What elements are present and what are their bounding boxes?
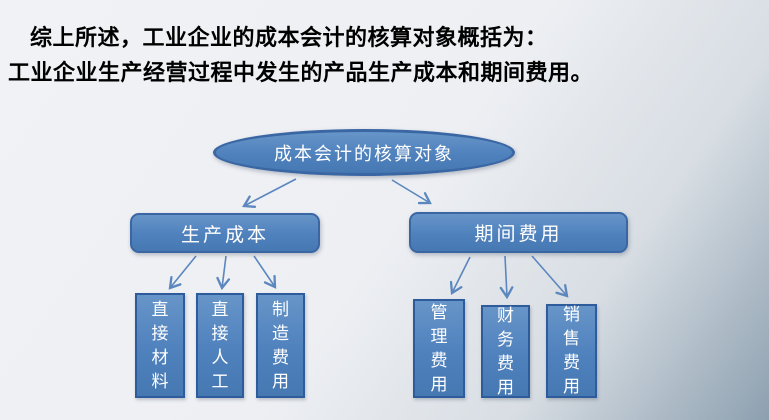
leaf-node-selling-expense: 销售费用	[546, 304, 597, 398]
leaf-label: 直接材料	[151, 299, 169, 391]
arrow-root-to-left-branch	[242, 178, 297, 208]
leaf-label: 直接人工	[211, 299, 229, 391]
leaf-label: 管理费用	[430, 302, 448, 394]
leaf-label: 制造费用	[271, 299, 289, 391]
arrow-left-branch-to-leaf-3	[253, 255, 277, 289]
branch-node-period-expense: 期间费用	[409, 212, 628, 253]
leaf-node-direct-material: 直接材料	[135, 293, 185, 398]
leaf-node-admin-expense: 管理费用	[413, 299, 465, 398]
arrow-right-branch-to-leaf-3	[531, 255, 569, 298]
branch-node-production-cost: 生产成本	[130, 213, 320, 253]
root-node-label: 成本会计的核算对象	[274, 143, 454, 164]
arrow-right-branch-to-leaf-2	[499, 255, 514, 300]
arrow-right-branch-to-leaf-1	[449, 256, 471, 295]
intro-line-2: 工业企业生产经营过程中发生的产品生产成本和期间费用。	[8, 60, 594, 85]
arrow-root-to-right-branch	[391, 179, 432, 205]
leaf-label: 销售费用	[562, 305, 580, 396]
leaf-node-manufacturing-overhead: 制造费用	[256, 293, 305, 398]
leaf-node-direct-labor: 直接人工	[196, 293, 244, 398]
root-node: 成本会计的核算对象	[213, 129, 515, 176]
leaf-node-financial-expense: 财务费用	[481, 305, 530, 398]
intro-line-1: 综上所述，工业企业的成本会计的核算对象概括为：	[30, 25, 548, 50]
branch-label: 生产成本	[180, 224, 269, 246]
arrow-left-branch-to-leaf-1	[168, 255, 197, 290]
leaf-label: 财务费用	[496, 305, 514, 397]
intro-text: 综上所述，工业企业的成本会计的核算对象概括为： 工业企业生产经营过程中发生的产品…	[8, 20, 593, 90]
arrow-left-branch-to-leaf-2	[216, 255, 231, 291]
branch-label: 期间费用	[474, 224, 563, 245]
